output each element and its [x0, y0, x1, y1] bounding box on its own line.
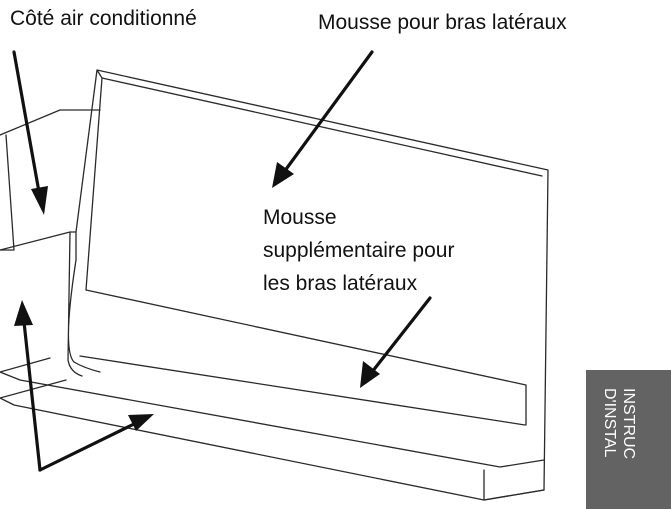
label-extra-foam-line3: les bras latéraux	[263, 272, 418, 295]
arrow-base-right	[38, 414, 154, 472]
label-extra-foam-line1: Mousse	[263, 206, 337, 229]
arrow-base-left	[14, 300, 42, 472]
extra-foam-strip-outline	[79, 289, 527, 426]
base-tray-outline	[0, 371, 545, 501]
label-arm-foam: Mousse pour bras latéraux	[318, 11, 567, 34]
side-section-tab-text: INSTRUC D'INSTAL	[600, 388, 638, 459]
arrow-ac-side	[12, 50, 48, 215]
arrow-extra-foam	[360, 296, 432, 388]
back-wall-outline	[0, 109, 101, 251]
arm-foam-panel-outline	[75, 69, 549, 501]
side-tab-line1: INSTRUC	[620, 388, 637, 460]
side-tab-line2: D'INSTAL	[601, 388, 618, 458]
label-ac-side: Côté air conditionné	[10, 7, 197, 30]
side-section-tab: INSTRUC D'INSTAL	[586, 370, 671, 509]
arrow-arm-foam	[272, 50, 374, 188]
label-extra-foam-line2: supplémentaire pour	[263, 239, 455, 262]
label-extra-foam: Mousse supplémentaire pour les bras laté…	[263, 201, 454, 300]
ac-side-block-outline	[0, 231, 101, 399]
